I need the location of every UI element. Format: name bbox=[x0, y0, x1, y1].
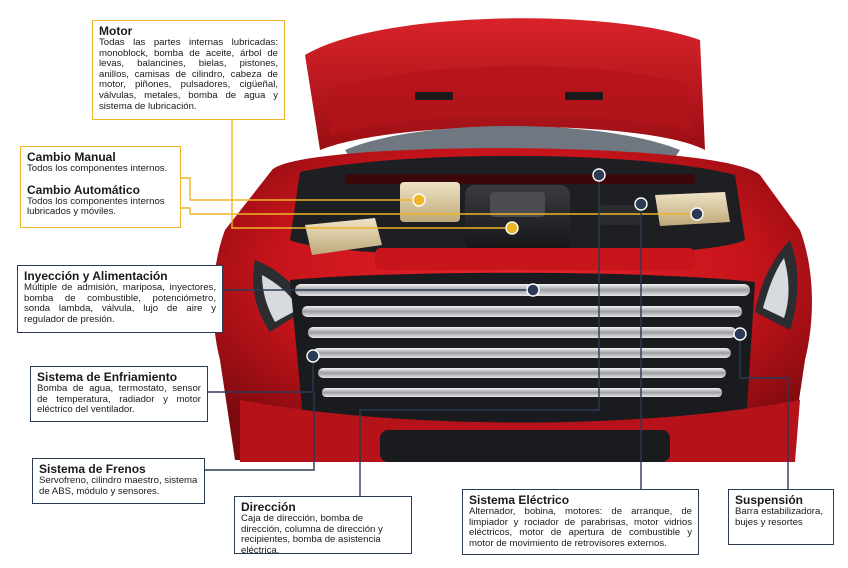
label-cambio-automatico-body: Todos los componentes internos lubricado… bbox=[27, 195, 165, 218]
label-direccion-body: Caja de dirección, bomba de dirección, c… bbox=[241, 513, 383, 556]
engine-bay-crossbar bbox=[375, 248, 695, 270]
label-inyeccion-title: Inyección y Alimentación bbox=[24, 269, 168, 283]
label-electrico: Sistema Eléctrico Alternador, bobina, mo… bbox=[462, 489, 699, 555]
label-electrico-title: Sistema Eléctrico bbox=[469, 493, 570, 507]
label-frenos: Sistema de Frenos Servofreno, cilindro m… bbox=[32, 458, 205, 504]
label-suspension-title: Suspensión bbox=[735, 493, 804, 507]
label-direccion: Dirección Caja de dirección, bomba de di… bbox=[234, 496, 412, 556]
coolant-reservoir-right bbox=[655, 192, 730, 226]
label-enfriamiento: Sistema de Enfriamiento Bomba de agua, t… bbox=[30, 366, 208, 422]
label-cambio-manual-title: Cambio Manual bbox=[27, 150, 116, 164]
callout-dots bbox=[306, 168, 747, 363]
label-inyeccion: Inyección y Alimentación Múltiple de adm… bbox=[17, 265, 223, 333]
label-suspension-body: Barra estabilizadora, bujes y resortes bbox=[735, 506, 823, 528]
label-enfriamiento-title: Sistema de Enfriamiento bbox=[37, 370, 178, 384]
label-direccion-title: Dirección bbox=[241, 500, 296, 514]
label-suspension: Suspensión Barra estabilizadora, bujes y… bbox=[728, 489, 834, 545]
label-motor-body: Todas las partes internas lubricadas: mo… bbox=[99, 37, 278, 112]
battery-box bbox=[400, 182, 460, 222]
label-frenos-title: Sistema de Frenos bbox=[39, 462, 146, 476]
label-inyeccion-body: Múltiple de admisión, mariposa, inyector… bbox=[24, 282, 216, 325]
hood-underside bbox=[330, 66, 690, 135]
label-electrico-body: Alternador, bobina, motores: de arranque… bbox=[469, 506, 692, 549]
label-cambio: Cambio Manual Todos los componentes inte… bbox=[20, 146, 181, 228]
coolant-reservoir-left bbox=[305, 218, 382, 255]
label-enfriamiento-body: Bomba de agua, termostato, sensor de tem… bbox=[37, 383, 201, 416]
hood-vents bbox=[415, 92, 603, 100]
lower-intake bbox=[380, 430, 670, 462]
label-motor: Motor Todas las partes internas lubricad… bbox=[92, 20, 285, 120]
grille bbox=[290, 272, 755, 452]
label-frenos-body: Servofreno, cilindro maestro, sistema de… bbox=[39, 475, 198, 497]
label-cambio-manual-body: Todos los componentes internos. bbox=[27, 163, 168, 174]
callout-lines bbox=[180, 118, 789, 497]
label-motor-title: Motor bbox=[99, 24, 133, 38]
label-cambio-automatico-title: Cambio Automático bbox=[27, 182, 140, 197]
grille-slats bbox=[295, 284, 750, 397]
